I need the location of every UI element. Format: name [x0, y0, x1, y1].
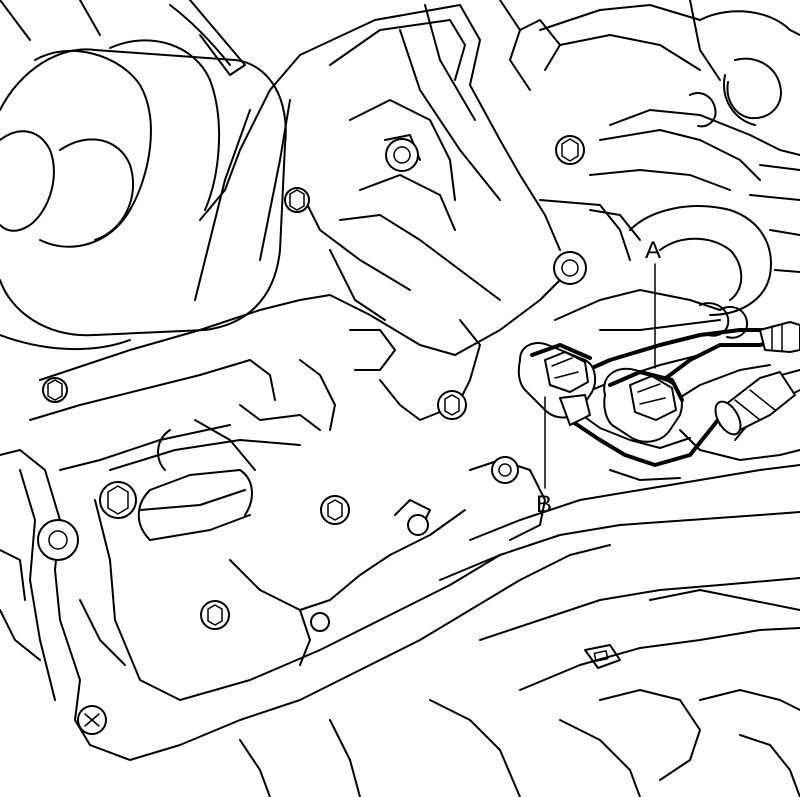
bolt-icon	[37, 519, 79, 561]
bolt-icon	[42, 377, 68, 403]
bolt-icon	[407, 514, 429, 536]
bolt-icon	[385, 138, 419, 172]
bolt-icon	[200, 600, 230, 630]
union-bolt-b	[517, 342, 597, 426]
bolt-icon	[284, 187, 310, 213]
transmission-housing	[0, 0, 611, 761]
bolt-icon	[555, 135, 585, 165]
drive-shaft-housing	[0, 0, 287, 351]
bolt-icon	[553, 251, 587, 285]
bolt-icon	[320, 495, 350, 525]
callout-label-a: A	[645, 237, 661, 264]
housing-bolts	[37, 135, 587, 735]
upper-right-components	[539, 0, 800, 339]
oil-cooler-lines	[563, 321, 800, 467]
bolt-icon	[310, 612, 330, 632]
union-bolt-a	[603, 367, 684, 443]
lower-right-body	[239, 429, 800, 797]
bolt-icon	[491, 456, 519, 484]
bolt-icon	[99, 481, 137, 519]
callout-label-b: B	[536, 491, 552, 518]
bolt-icon	[77, 705, 107, 735]
leader-lines	[544, 263, 656, 489]
bolt-icon	[437, 390, 467, 420]
